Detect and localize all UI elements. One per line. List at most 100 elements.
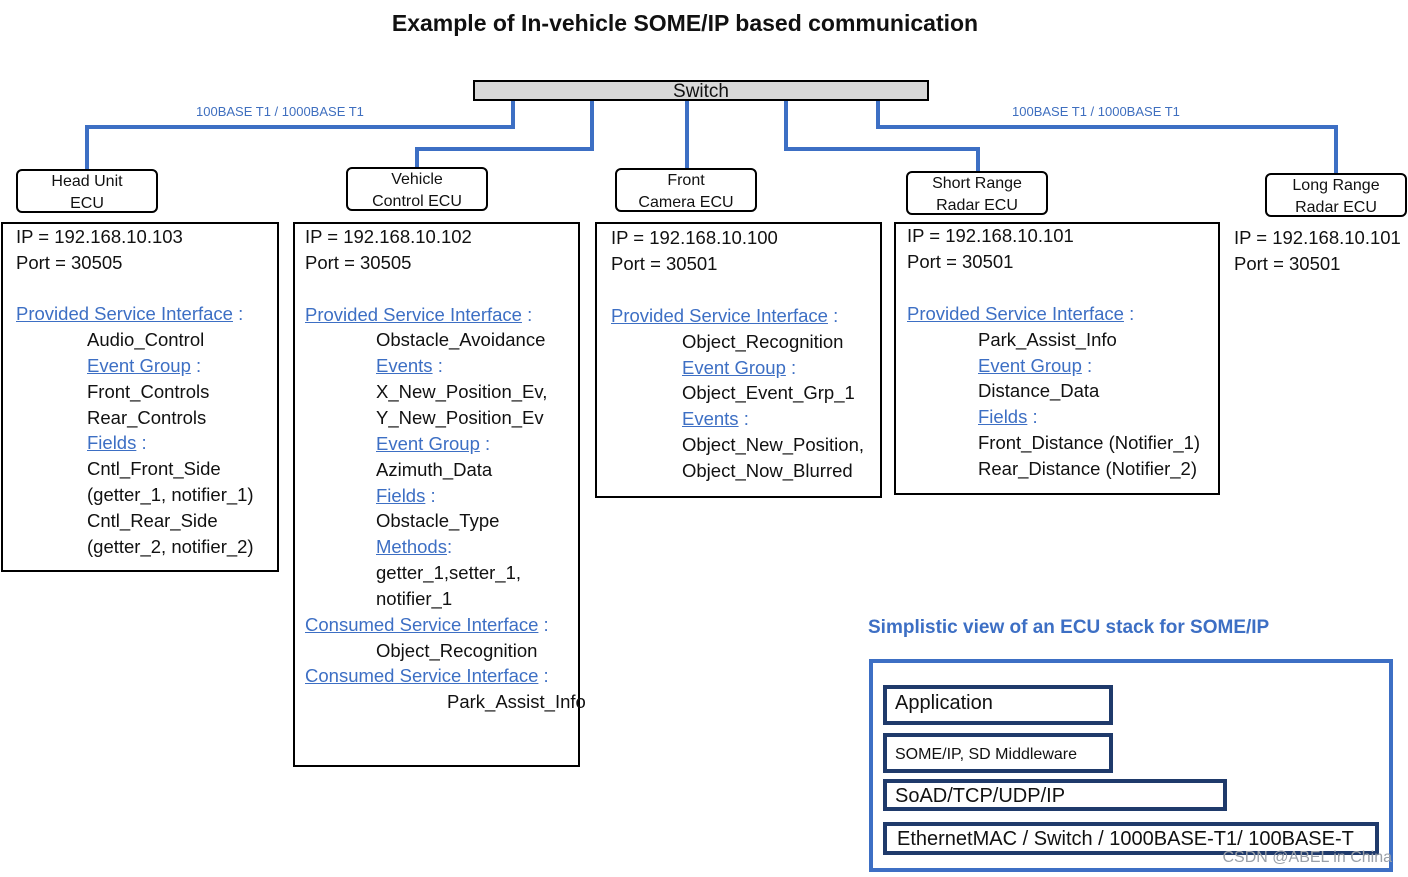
detail-line: Object_Recognition xyxy=(376,640,537,662)
detail-text: (getter_2, notifier_2) xyxy=(87,535,254,557)
detail-line: Rear_Distance (Notifier_2) xyxy=(978,458,1197,480)
interface-header: Fields : xyxy=(376,485,436,507)
detail-line: Obstacle_Type xyxy=(376,510,499,532)
detail-text: Object_Now_Blurred xyxy=(682,460,853,482)
header-colon: : xyxy=(232,303,244,325)
interface-header-label: Consumed Service Interface xyxy=(305,613,539,635)
interface-header: Event Group : xyxy=(978,355,1092,377)
detail-text: Cntl_Rear_Side xyxy=(87,509,218,531)
interface-header-label: Provided Service Interface xyxy=(907,302,1124,324)
watermark: CSDN @ABEL in China xyxy=(1222,849,1393,866)
ecu-box-front-camera: Front Camera ECU xyxy=(615,168,757,212)
detail-text: Object_New_Position, xyxy=(682,434,865,456)
detail-line: Front_Distance (Notifier_1) xyxy=(978,432,1200,454)
detail-line: Object_New_Position, xyxy=(682,434,864,456)
interface-header: Fields : xyxy=(978,406,1038,428)
detail-line: IP = 192.168.10.103 xyxy=(16,226,183,248)
detail-line: Park_Assist_Info xyxy=(447,691,586,713)
header-colon: : xyxy=(827,304,839,326)
detail-text: Object_Event_Grp_1 xyxy=(682,382,855,404)
interface-header: Event Group : xyxy=(682,357,796,379)
interface-header-label: Provided Service Interface xyxy=(611,304,828,326)
header-colon: : xyxy=(136,432,147,454)
detail-line: (getter_1, notifier_1) xyxy=(87,484,254,506)
ecu-box-head-unit: Head Unit ECU xyxy=(16,169,158,213)
detail-text: Port = 30505 xyxy=(305,251,412,273)
panel-vehicle-control xyxy=(293,222,580,767)
layer-label: SoAD/TCP/UDP/IP xyxy=(895,785,1066,807)
header-colon: : xyxy=(538,665,549,687)
detail-text: Obstacle_Avoidance xyxy=(376,329,546,351)
detail-line: IP = 192.168.10.100 xyxy=(611,227,778,249)
ecu-label-line: Front xyxy=(667,172,705,189)
interface-header-label: Provided Service Interface xyxy=(305,303,522,325)
detail-text: (getter_1, notifier_1) xyxy=(87,484,254,505)
ecu-box-long-range-radar: Long Range Radar ECU xyxy=(1265,173,1407,217)
interface-header-label: Methods xyxy=(376,536,447,558)
detail-text: IP = 192.168.10.101 xyxy=(907,225,1074,246)
detail-line: Obstacle_Avoidance xyxy=(376,329,545,351)
diagram-title: Example of In-vehicle SOME/IP based comm… xyxy=(391,10,979,36)
detail-text: Azimuth_Data xyxy=(376,458,493,480)
interface-header-label: Provided Service Interface xyxy=(16,303,233,325)
header-colon: : xyxy=(1081,354,1093,376)
interface-header: Events : xyxy=(376,355,443,377)
detail-text: Audio_Control xyxy=(87,329,205,351)
detail-text: Front_Distance (Notifier_1) xyxy=(978,432,1201,454)
header-colon: : xyxy=(738,408,749,430)
interface-header-label: Fields xyxy=(87,432,137,454)
detail-line: Azimuth_Data xyxy=(376,459,492,481)
interface-header-label: Fields xyxy=(376,484,426,506)
detail-line: getter_1,setter_1, xyxy=(376,562,521,584)
wire-vehicle-control xyxy=(415,101,594,169)
detail-text: X_New_Position_Ev, xyxy=(376,381,548,403)
detail-text: Port = 30501 xyxy=(1234,253,1341,274)
detail-line: Cntl_Rear_Side xyxy=(87,510,218,532)
interface-header: Provided Service Interface : xyxy=(16,303,243,325)
link-label-left: 100BASE T1 / 1000BASE T1 xyxy=(196,104,364,119)
header-colon: : xyxy=(479,432,491,454)
detail-text: Rear_Controls xyxy=(87,406,207,428)
stack-layer-physical: EthernetMAC / Switch / 1000BASE-T1/ 100B… xyxy=(883,822,1379,855)
switch-label: Switch xyxy=(673,81,729,102)
interface-header: Consumed Service Interface : xyxy=(305,665,549,687)
detail-text: Object_Recognition xyxy=(682,330,844,352)
detail-line: Port = 30501 xyxy=(907,251,1013,273)
ecu-label-line: Radar ECU xyxy=(936,197,1018,214)
header-colon: : xyxy=(1123,302,1135,324)
interface-header-label: Events xyxy=(682,408,739,430)
detail-text: Port = 30505 xyxy=(16,251,123,273)
interface-header-label: Event Group xyxy=(376,432,480,454)
detail-line: Cntl_Front_Side xyxy=(87,458,221,480)
ecu-stack xyxy=(869,659,1393,872)
detail-line: IP = 192.168.10.101 xyxy=(1234,227,1401,249)
ecu-label-line: Control ECU xyxy=(372,193,462,210)
ecu-label-line: Short Range xyxy=(932,175,1022,192)
ecu-label-line: Radar ECU xyxy=(1295,199,1377,216)
stack-layer-transport: SoAD/TCP/UDP/IP xyxy=(883,779,1227,811)
detail-line: Port = 30501 xyxy=(1234,253,1340,275)
ecu-label-line: Vehicle xyxy=(391,171,443,188)
ecu-box-vehicle-control: Vehicle Control ECU xyxy=(346,167,488,211)
panel-front-camera xyxy=(595,222,882,498)
panel-head-unit xyxy=(1,222,279,572)
interface-header: Methods: xyxy=(376,536,452,558)
detail-line: Port = 30505 xyxy=(305,252,411,274)
header-colon: : xyxy=(1027,406,1038,428)
detail-line: Object_Event_Grp_1 xyxy=(682,382,855,404)
detail-text: getter_1,setter_1, xyxy=(376,562,522,584)
interface-header-label: Event Group xyxy=(87,355,191,376)
detail-line: (getter_2, notifier_2) xyxy=(87,536,254,558)
layer-label: SOME/IP, SD Middleware xyxy=(895,746,1077,763)
interface-header-label: Event Group xyxy=(682,356,786,378)
interface-header: Fields : xyxy=(87,432,147,454)
detail-line: IP = 192.168.10.101 xyxy=(907,225,1074,247)
wire-short-range-radar xyxy=(784,101,980,174)
interface-header-label: Fields xyxy=(978,406,1028,428)
layer-label: EthernetMAC / Switch / 1000BASE-T1/ 100B… xyxy=(897,828,1354,850)
detail-line: Object_Recognition xyxy=(682,331,843,353)
header-colon: : xyxy=(190,355,202,376)
ecu-label-line: ECU xyxy=(70,195,104,212)
interface-header: Provided Service Interface : xyxy=(907,303,1134,325)
detail-text: notifier_1 xyxy=(376,587,453,609)
